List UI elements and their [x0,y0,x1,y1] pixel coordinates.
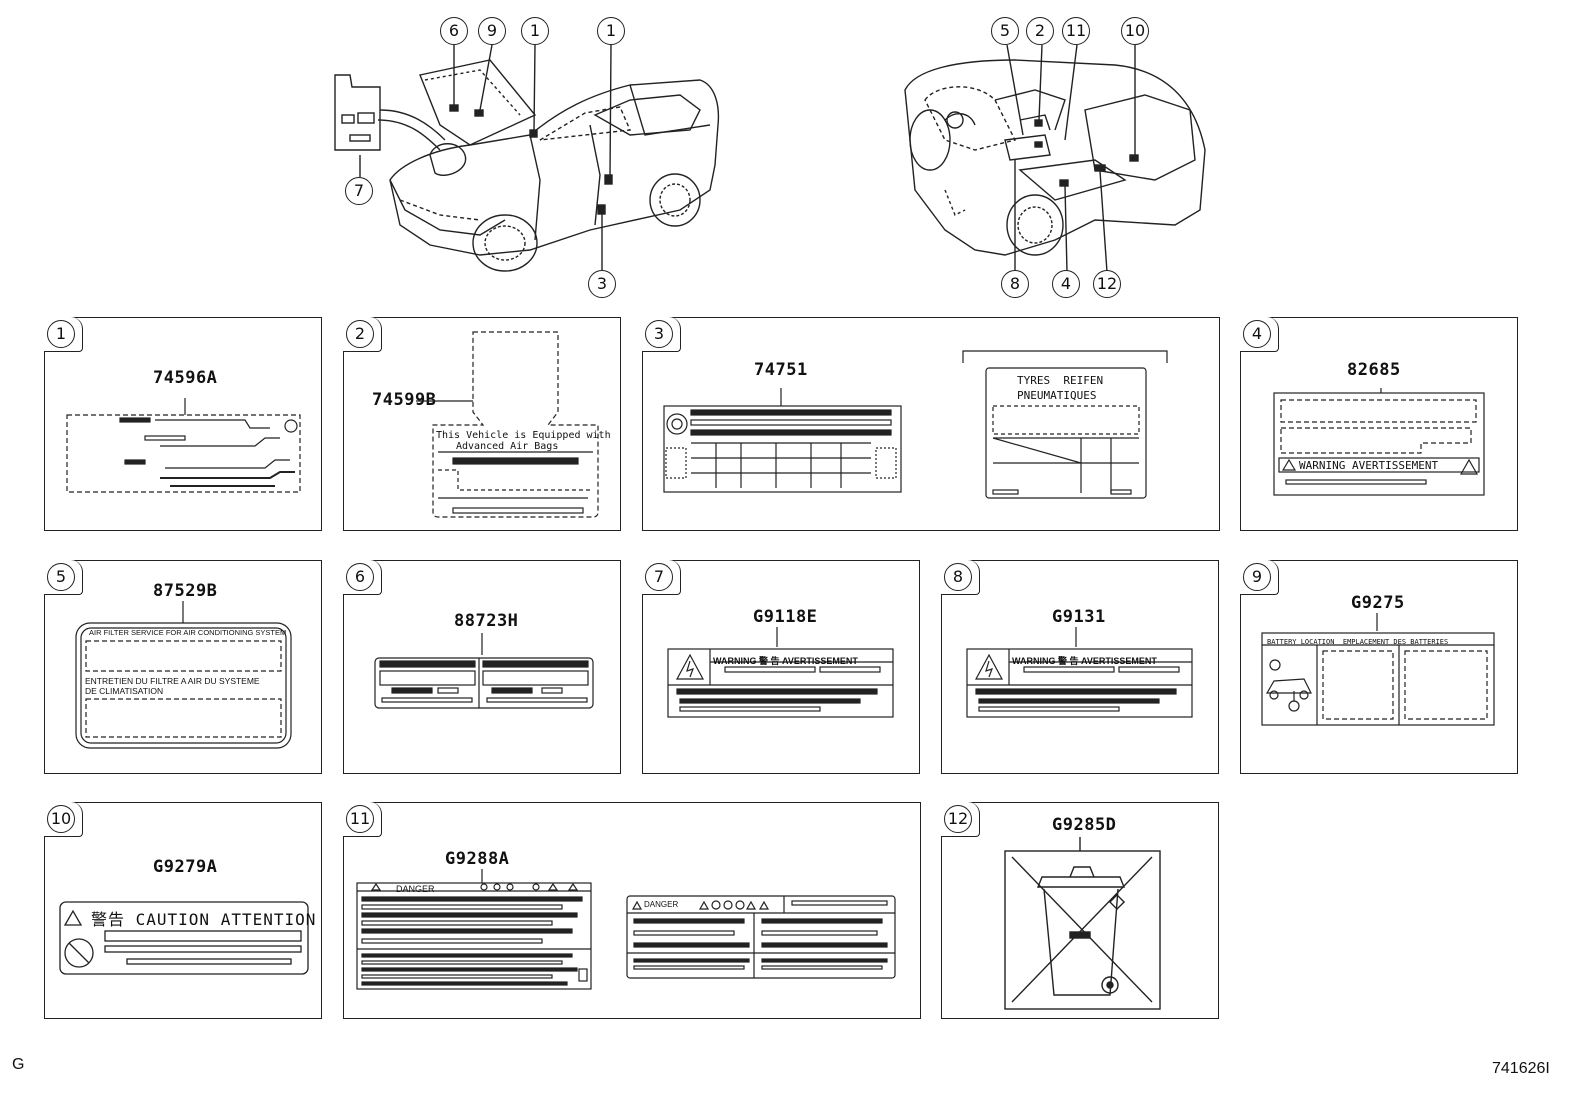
callout-12-rear: 12 [1093,270,1121,298]
part-number: G9288A [445,849,510,869]
footer-right-code: 741626I [1492,1060,1550,1077]
panel-1: 1 74596A [44,317,322,531]
panel-11: 11 G9288A DANGER [343,802,921,1019]
panel-number: 6 [346,563,374,591]
label-G9131-illustration [966,627,1193,718]
part-number: G9285D [1052,815,1117,835]
part-number: G9131 [1052,607,1106,627]
panel-4: 4 82685 WARNING AVERTISSEMENT [1240,317,1518,531]
panel-5: 5 87529B AIR FILTER SERVICE FOR AIR COND… [44,560,322,774]
panel-number: 10 [47,805,75,833]
part-number: 74599B [372,390,437,410]
panel-2: 2 74599B This Vehicle is Equipped with A… [343,317,621,531]
label-74751-illustration [663,388,902,493]
part-number: 88723H [454,611,519,631]
part-number: 74596A [153,368,218,388]
danger-text-b: DANGER [644,900,679,909]
danger-text-a: DANGER [396,884,435,894]
label-74599B-illustration [416,331,599,518]
ac-filter-line-1: AIR FILTER SERVICE FOR AIR CONDITIONING … [89,628,287,637]
part-number: G9279A [153,857,218,877]
part-number: G9118E [753,607,818,627]
part-number: G9275 [1351,593,1405,613]
panel-number: 4 [1243,320,1271,348]
callout-4-rear: 4 [1052,270,1080,298]
callout-3-front: 3 [588,270,616,298]
panel-number: 7 [645,563,673,591]
label-74596A-illustration [66,398,301,493]
panel-number: 8 [944,563,972,591]
caution-header: 警告 CAUTION ATTENTION [91,910,317,929]
callout-7-front: 7 [345,177,373,205]
panel-number: 3 [645,320,673,348]
warning-text: WARNING 警 告 AVERTISSEMENT [713,656,858,666]
callout-10-rear: 10 [1121,17,1149,45]
label-G9118E-illustration [667,627,894,718]
tire-label-line-1: TYRES REIFEN [1017,374,1104,387]
battery-location-text: BATTERY LOCATION EMPLACEMENT DES BATTERI… [1267,638,1449,646]
callout-1-front-a: 1 [521,17,549,45]
panel-9: 9 G9275 BATTERY LOCATION EMPLACEMENT DES… [1240,560,1518,774]
airbag-text-line-2: Advanced Air Bags [456,441,559,452]
panel-3: 3 74751 [642,317,1220,531]
panel-12: 12 G9285D [941,802,1219,1019]
front-vehicle-illustration [334,44,720,272]
callout-9-front: 9 [478,17,506,45]
part-number: 87529B [153,581,218,601]
tire-label-illustration [962,350,1168,499]
part-number: 74751 [754,360,808,380]
callout-6-front: 6 [440,17,468,45]
airbag-text-line-1: This Vehicle is Equipped with [436,430,611,441]
warning-text: WARNING 警 告 AVERTISSEMENT [1012,656,1157,666]
part-number: 82685 [1347,360,1401,380]
rear-vehicle-illustration [904,44,1206,273]
label-82685-illustration [1273,388,1485,496]
label-G9279A-illustration [59,901,309,975]
ac-filter-line-3: DE CLIMATISATION [85,686,164,696]
callout-5-rear: 5 [991,17,1019,45]
callout-1-front-b: 1 [597,17,625,45]
label-87529B-illustration [75,601,292,749]
callout-11-rear: 11 [1062,17,1090,45]
label-G9275-illustration [1261,613,1495,726]
label-G9288A-illustration-b [626,895,896,979]
panel-number: 12 [944,805,972,833]
panel-10: 10 G9279A 警告 CAUTION ATTENTION [44,802,322,1019]
panel-number: 1 [47,320,75,348]
callout-8-rear: 8 [1001,270,1029,298]
footer-left-code: G [12,1056,25,1073]
panel-number: 5 [47,563,75,591]
panel-number: 11 [346,805,374,833]
crossed-out-bin-icon [1004,837,1161,1010]
tire-label-line-2: PNEUMATIQUES [1017,389,1097,402]
panel-6: 6 88723H [343,560,621,774]
label-88723H-illustration [374,633,594,709]
panel-8: 8 G9131 WARNING 警 告 AVERTISSEMENT [941,560,1219,774]
label-G9288A-illustration-a [356,869,592,990]
panel-number: 9 [1243,563,1271,591]
warning-text: WARNING AVERTISSEMENT [1299,459,1439,472]
panel-7: 7 G9118E WARNING 警 告 AVERTISSEMENT [642,560,920,774]
callout-2-rear: 2 [1026,17,1054,45]
panel-number: 2 [346,320,374,348]
ac-filter-line-2: ENTRETIEN DU FILTRE A AIR DU SYSTEME [85,676,260,686]
